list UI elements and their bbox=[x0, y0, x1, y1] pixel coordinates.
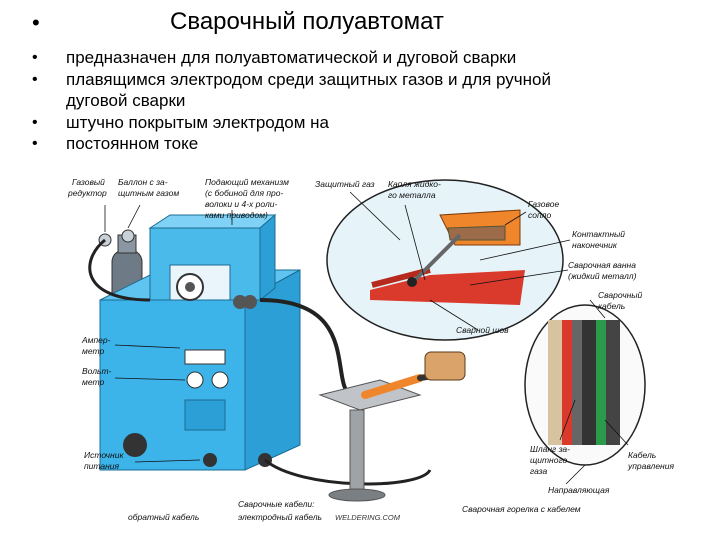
svg-text:газа: газа bbox=[530, 466, 547, 476]
svg-text:щитным газом: щитным газом bbox=[118, 188, 179, 198]
label-guide: Направляющая bbox=[548, 485, 610, 495]
weld-detail-zoom bbox=[326, 179, 564, 341]
label-gas-nozzle: Газовое bbox=[528, 199, 559, 209]
watermark: WELDERING.COM bbox=[335, 513, 401, 522]
slide-title: Сварочный полуавтомат bbox=[170, 8, 444, 35]
svg-text:наконечник: наконечник bbox=[572, 240, 618, 250]
label-metal-drop: Капля жидко- bbox=[388, 179, 441, 189]
labels: Газовый редуктор Баллон с за- щитным газ… bbox=[67, 177, 674, 522]
svg-text:редуктор: редуктор bbox=[67, 188, 107, 198]
label-weld-cable: Сварочный bbox=[598, 290, 643, 300]
svg-text:метр: метр bbox=[82, 346, 104, 356]
svg-text:(жидкий металл): (жидкий металл) bbox=[568, 271, 637, 281]
bullet-item: штучно покрытым электродом на bbox=[32, 112, 692, 134]
bullet-item: постоянном токе bbox=[32, 133, 692, 155]
label-voltmeter: Вольт- bbox=[82, 366, 112, 376]
label-power-source: Источник bbox=[84, 450, 124, 460]
label-torch: Сварочная горелка с кабелем bbox=[462, 504, 581, 514]
svg-text:управления: управления bbox=[627, 461, 674, 471]
label-weld-pool: Сварочная ванна bbox=[568, 260, 636, 270]
label-shield-gas: Защитный газ bbox=[315, 179, 375, 189]
svg-text:сопло: сопло bbox=[528, 210, 551, 220]
svg-text:питания: питания bbox=[84, 461, 120, 471]
cable-cross-section bbox=[524, 304, 646, 466]
label-gas-cylinder: Баллон с за- bbox=[118, 177, 168, 187]
label-feed-mechanism: Подающий механизм bbox=[205, 177, 289, 187]
label-electrode-cable: электродный кабель bbox=[238, 512, 322, 522]
label-gas-reducer: Газовый bbox=[72, 177, 105, 187]
leader-lines bbox=[104, 191, 629, 485]
welding-machine-diagram: Газовый редуктор Баллон с за- щитным газ… bbox=[67, 177, 674, 522]
svg-text:метр: метр bbox=[82, 377, 104, 387]
label-weld-seam: Сварной шов bbox=[456, 325, 509, 335]
label-return-cable: обратный кабель bbox=[128, 512, 199, 522]
bullet-item: плавящимся электродом среди защитных газ… bbox=[32, 69, 692, 112]
power-source-cabinet bbox=[99, 213, 301, 471]
svg-text:ками приводом): ками приводом) bbox=[205, 210, 268, 220]
svg-text:кабель: кабель bbox=[598, 301, 625, 311]
label-control-cable: Кабель bbox=[628, 450, 656, 460]
bullet-item: предназначен для полуавтоматической и ду… bbox=[32, 47, 692, 69]
welding-torch bbox=[361, 351, 466, 399]
bullet-list: предназначен для полуавтоматической и ду… bbox=[32, 47, 692, 155]
svg-text:щитного: щитного bbox=[530, 455, 568, 465]
label-ammeter: Ампер- bbox=[81, 335, 111, 345]
svg-text:го металла: го металла bbox=[388, 190, 436, 200]
label-welding-cables: Сварочные кабели: bbox=[238, 499, 315, 509]
svg-text:(с бобиной для про-: (с бобиной для про- bbox=[205, 188, 283, 198]
label-gas-hose: Шланг за- bbox=[530, 444, 570, 454]
label-contact-tip: Контактный bbox=[572, 229, 625, 239]
title-bullet: • bbox=[32, 10, 40, 35]
svg-text:волоки и 4-х роли-: волоки и 4-х роли- bbox=[205, 199, 277, 209]
